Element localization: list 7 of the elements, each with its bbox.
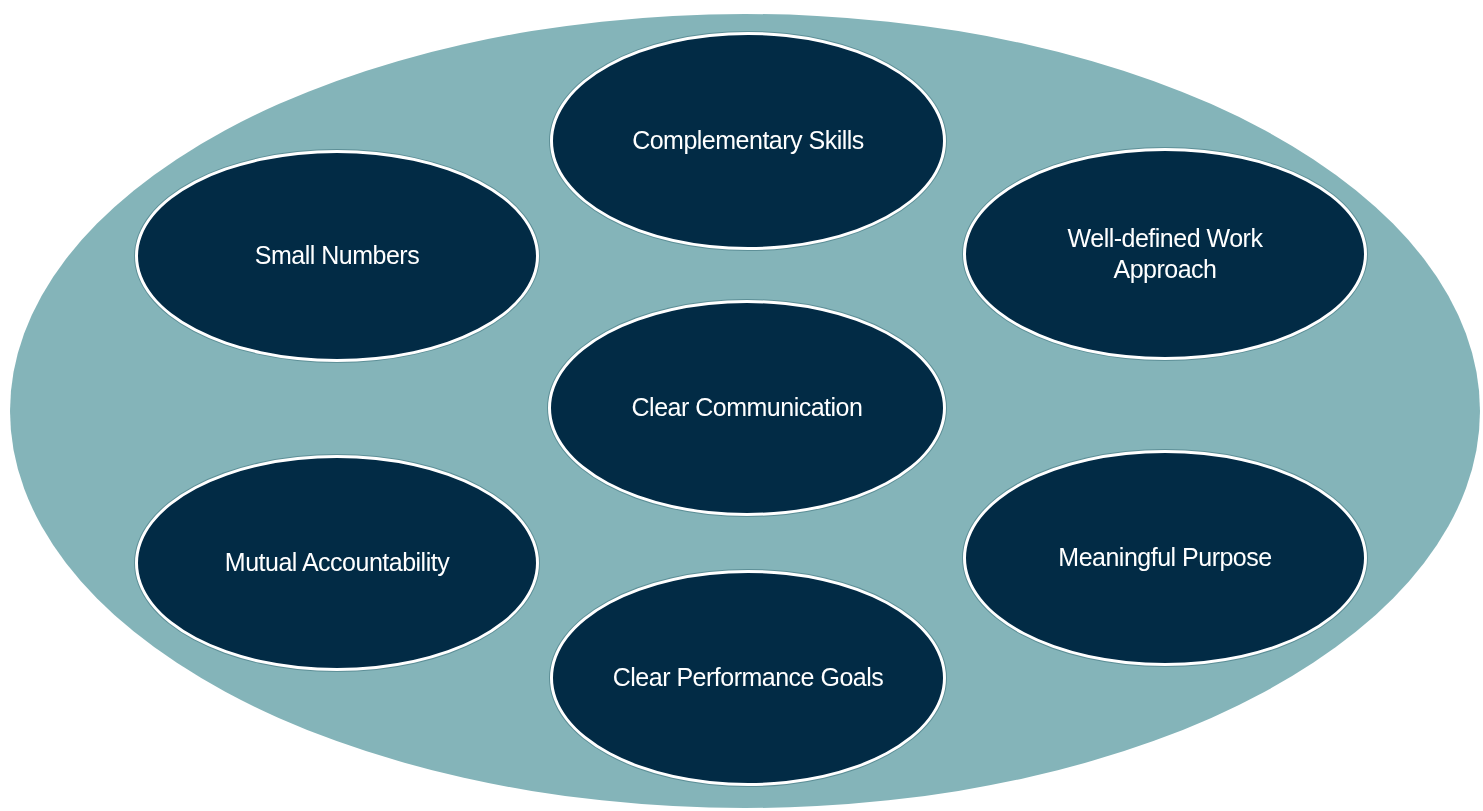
node-label: Mutual Accountability (223, 547, 451, 579)
node-label: Well-defined Work Approach (1066, 222, 1264, 285)
node-label: Clear Performance Goals (611, 662, 885, 694)
node-label: Clear Communication (630, 392, 864, 424)
node-label: Small Numbers (253, 240, 421, 272)
node-label: Meaningful Purpose (1057, 542, 1273, 574)
node-label: Complementary Skills (631, 125, 865, 157)
